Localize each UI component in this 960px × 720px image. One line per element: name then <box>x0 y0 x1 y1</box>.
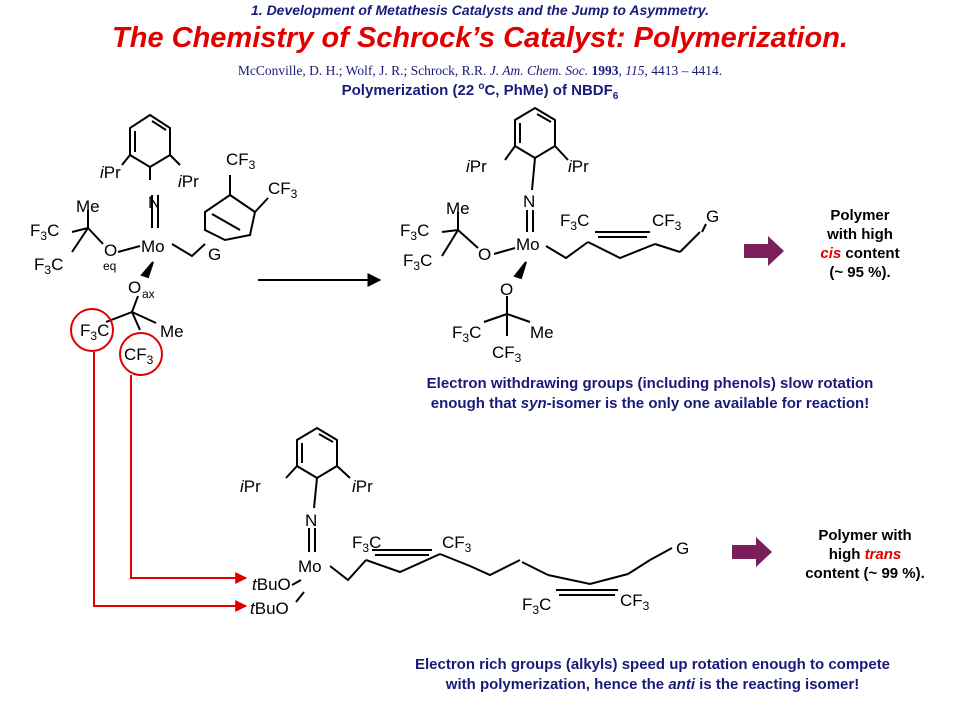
f3c-label: F3C <box>452 323 481 345</box>
subtitle-text-b: C, PhMe) of NBDF <box>484 82 613 99</box>
molybdenum-label: Mo <box>516 235 540 254</box>
f3c-label: F3C <box>34 255 63 277</box>
methyl-label: Me <box>160 322 184 341</box>
cis-result-line: Polymer <box>830 207 890 224</box>
cis-result-line: cis content <box>790 244 930 263</box>
cis-emphasis: cis <box>820 245 842 262</box>
anti-product-labels: iPr iPr N Mo tBuO tBuO F3C CF3 F3C CF3 G <box>240 477 689 618</box>
trans-result-text: Polymer with high trans content (~ 99 %)… <box>780 526 950 583</box>
tbuo-label: tBuO <box>252 575 291 594</box>
f3c-label: F3C <box>400 221 429 243</box>
cf3-label: CF3 <box>442 533 472 555</box>
molybdenum-label: Mo <box>298 557 322 576</box>
trans-emphasis: trans <box>864 546 902 563</box>
cf3-label: CF3 <box>492 343 522 365</box>
ipr-label: iPr <box>240 477 261 496</box>
ax-label: ax <box>142 287 155 301</box>
oxygen-label: O <box>478 245 491 264</box>
methyl-label: Me <box>446 199 470 218</box>
nitrogen-label: N <box>523 192 535 211</box>
ipr-label: iPr <box>178 172 199 191</box>
g-label: G <box>706 207 719 226</box>
norbornadiene-ring <box>204 193 257 242</box>
citation-volume: 115 <box>625 63 645 78</box>
syn-text-pre: enough that <box>430 395 521 412</box>
catalyst-structure <box>71 113 269 331</box>
nitrogen-label: N <box>148 193 160 212</box>
anti-text-post: is the reacting isomer! <box>695 676 860 693</box>
highlight-circle-cf3 <box>119 332 163 376</box>
subtitle-text-a: Polymerization (22 <box>341 82 479 99</box>
citation-year: 1993 <box>591 63 619 78</box>
methyl-label: Me <box>530 323 554 342</box>
syn-explanation-line: Electron withdrawing groups (including p… <box>426 375 874 392</box>
anti-explanation-line: with polymerization, hence the anti is t… <box>350 675 955 695</box>
cf3-label: CF3 <box>268 179 298 201</box>
syn-explanation-line: enough that syn-isomer is the only one a… <box>350 394 950 414</box>
oxygen-label: O <box>500 280 513 299</box>
syn-emphasis: syn <box>520 395 547 412</box>
eq-label: eq <box>103 259 116 273</box>
molybdenum-label: Mo <box>141 237 165 256</box>
slide-title: The Chemistry of Schrock’s Catalyst: Pol… <box>112 22 848 54</box>
f3c-label: F3C <box>403 251 432 273</box>
syn-text-post: -isomer is the only one available for re… <box>546 395 870 412</box>
cis-result-rest: content <box>841 245 900 262</box>
result-arrow-cis <box>744 236 784 266</box>
f3c-label: F3C <box>522 595 551 617</box>
trans-result-line: high trans <box>780 545 950 564</box>
anti-product-structure <box>285 426 673 603</box>
f3c-label: F3C <box>30 221 59 243</box>
cf3-label: CF3 <box>620 591 650 613</box>
f3c-label: F3C <box>80 321 109 343</box>
nitrogen-label: N <box>305 511 317 530</box>
highlight-circle-f3c <box>70 308 114 352</box>
anti-explanation: Electron rich groups (alkyls) speed up r… <box>350 655 955 695</box>
reaction-subtitle: Polymerization (22 oC, PhMe) of NBDF6 <box>0 81 960 102</box>
ipr-label: iPr <box>100 163 121 182</box>
slide-caption: 1. Development of Metathesis Catalysts a… <box>251 2 709 18</box>
citation: McConville, D. H.; Wolf, J. R.; Schrock,… <box>237 63 723 78</box>
connector-arrow-lower <box>93 352 248 612</box>
g-label: G <box>208 245 221 264</box>
result-arrow-trans <box>732 537 772 567</box>
cis-result-line: (~ 95 %). <box>829 264 891 281</box>
anti-explanation-line: Electron rich groups (alkyls) speed up r… <box>414 656 891 673</box>
syn-product-labels: iPr iPr N Mo O O Me F3C F3C F3C CF3 G F3… <box>400 157 719 365</box>
trans-result-pre: high <box>828 546 865 563</box>
subtitle-subscript: 6 <box>612 91 619 102</box>
citation-pages: 4413 – 4414. <box>651 63 723 78</box>
f3c-label: F3C <box>560 211 589 233</box>
citation-journal: J. Am. Chem. Soc. <box>489 63 589 78</box>
g-label: G <box>676 539 689 558</box>
subtitle-degree: o <box>478 81 485 92</box>
tbuo-label: tBuO <box>250 599 289 618</box>
oxygen-eq-label: O <box>104 241 117 260</box>
cf3-label: CF3 <box>226 150 256 172</box>
ipr-label: iPr <box>352 477 373 496</box>
ipr-label: iPr <box>466 157 487 176</box>
syn-explanation: Electron withdrawing groups (including p… <box>350 374 950 414</box>
f3c-label: F3C <box>352 533 381 555</box>
catalyst-labels: iPr iPr N Mo O eq O ax Me F3C F3C G CF3 … <box>30 150 298 367</box>
syn-product-structure <box>441 106 707 336</box>
ipr-label: iPr <box>568 157 589 176</box>
trans-result-line: Polymer with <box>818 527 912 544</box>
trans-result-line: content (~ 99 %). <box>805 565 925 582</box>
methyl-label: Me <box>76 197 100 216</box>
connector-arrow-upper <box>130 375 248 584</box>
cis-result-text: Polymer with high cis content (~ 95 %). <box>790 206 930 282</box>
anti-text-pre: with polymerization, hence the <box>445 676 669 693</box>
cf3-label: CF3 <box>652 211 682 233</box>
highlight-annotations <box>70 308 248 612</box>
cis-result-line: with high <box>827 226 893 243</box>
citation-authors: McConville, D. H.; Wolf, J. R.; Schrock,… <box>237 63 487 78</box>
cf3-label: CF3 <box>124 345 154 367</box>
oxygen-ax-label: O <box>128 278 141 297</box>
anti-emphasis: anti <box>668 676 695 693</box>
